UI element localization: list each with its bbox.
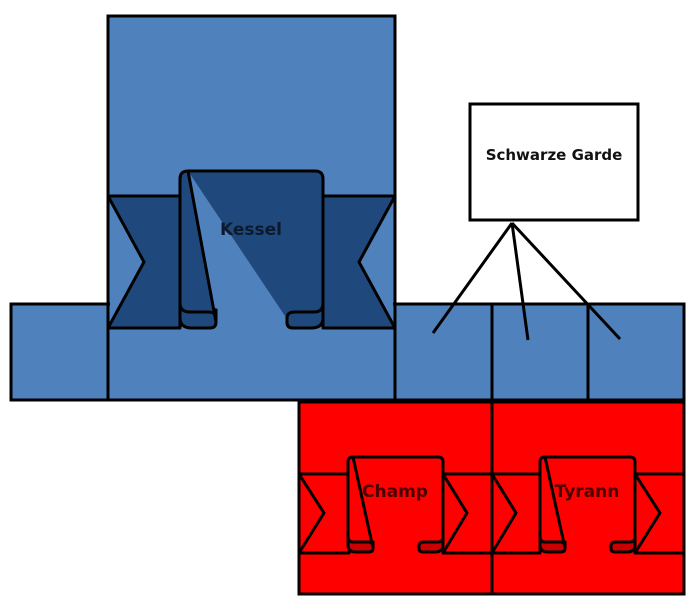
connector-line-middle bbox=[510, 222, 530, 341]
champ-banner: Champ bbox=[297, 455, 494, 555]
blue-cell-garde-2 bbox=[490, 302, 590, 402]
blue-cell-left bbox=[9, 302, 110, 402]
schwarze-garde-label: Schwarze Garde bbox=[486, 146, 623, 164]
tyrann-banner: Tyrann bbox=[490, 455, 686, 555]
champ-label: Champ bbox=[362, 482, 428, 502]
schwarze-garde-box: Schwarze Garde bbox=[468, 102, 640, 222]
kessel-banner: Kessel bbox=[106, 169, 397, 330]
kessel-label: Kessel bbox=[220, 220, 282, 240]
connector-line-left bbox=[431, 222, 514, 334]
tyrann-label: Tyrann bbox=[555, 482, 620, 502]
connector-line-right bbox=[510, 221, 622, 341]
